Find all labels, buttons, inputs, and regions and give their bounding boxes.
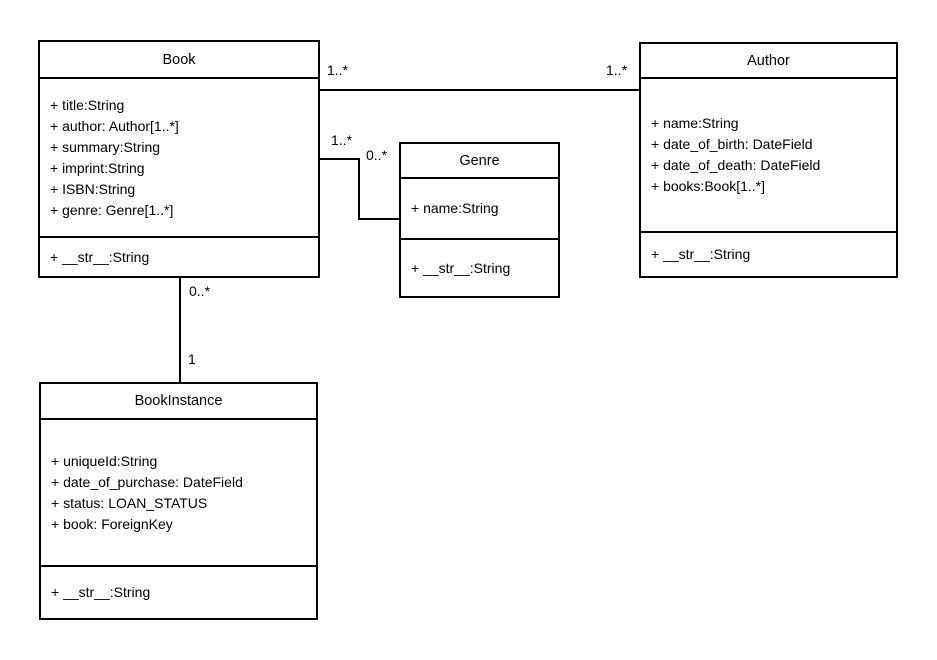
class-box-book[interactable]: Book + title:String + author: Author[1..… — [38, 40, 320, 278]
class-methods: + __str__:String — [40, 238, 318, 276]
class-title: Genre — [401, 144, 558, 179]
method-line: + __str__:String — [50, 248, 150, 265]
class-attributes: + name:String + date_of_birth: DateField… — [641, 79, 896, 233]
connector-book-genre-segment[interactable] — [358, 158, 360, 220]
class-title: Book — [40, 42, 318, 79]
connector-book-bookinstance[interactable] — [179, 278, 181, 382]
class-box-genre[interactable]: Genre + name:String + __str__:String — [399, 142, 560, 298]
attribute-line: + uniqueId:String — [51, 452, 158, 469]
attribute-line: + title:String — [50, 96, 125, 113]
multiplicity-label-bookinstance-side: 1 — [187, 351, 197, 367]
method-line: + __str__:String — [411, 259, 511, 276]
attribute-line: + date_of_death: DateField — [651, 157, 821, 173]
attribute-line: + status: LOAN_STATUS — [51, 494, 208, 511]
class-title: BookInstance — [41, 384, 316, 420]
class-attributes: + name:String — [401, 179, 558, 240]
attribute-line: + genre: Genre[1..*] — [50, 201, 174, 218]
class-box-author[interactable]: Author + name:String + date_of_birth: Da… — [639, 42, 898, 278]
multiplicity-label-author-side: 1..* — [605, 62, 629, 78]
attribute-line: + ISBN:String — [50, 180, 136, 197]
attribute-line: + summary:String — [50, 138, 161, 155]
class-attributes: + uniqueId:String + date_of_purchase: Da… — [41, 420, 316, 567]
attribute-line: + name:String — [411, 200, 499, 216]
attribute-line: + imprint:String — [50, 159, 145, 176]
class-box-bookinstance[interactable]: BookInstance + uniqueId:String + date_of… — [39, 382, 318, 620]
attribute-line: + name:String — [651, 115, 739, 131]
method-line: + __str__:String — [651, 246, 751, 262]
class-title: Author — [641, 44, 896, 79]
connector-book-genre-segment[interactable] — [320, 158, 360, 160]
method-line: + __str__:String — [51, 584, 151, 600]
attribute-line: + author: Author[1..*] — [50, 117, 179, 134]
attribute-line: + date_of_birth: DateField — [651, 136, 813, 152]
multiplicity-label-book-side: 0..* — [188, 283, 212, 299]
multiplicity-label-book-side: 1..* — [326, 62, 350, 78]
class-methods: + __str__:String — [641, 233, 896, 276]
multiplicity-label-book-side: 1..* — [330, 132, 354, 148]
connector-book-genre-segment[interactable] — [358, 218, 401, 220]
attribute-line: + date_of_purchase: DateField — [51, 473, 243, 490]
class-methods: + __str__:String — [41, 567, 316, 618]
class-methods: + __str__:String — [401, 240, 558, 296]
class-attributes: + title:String + author: Author[1..*] + … — [40, 79, 318, 238]
attribute-line: + books:Book[1..*] — [651, 178, 766, 194]
connector-book-author[interactable] — [320, 89, 639, 91]
multiplicity-label-genre-side: 0..* — [365, 147, 389, 163]
attribute-line: + book: ForeignKey — [51, 515, 173, 532]
